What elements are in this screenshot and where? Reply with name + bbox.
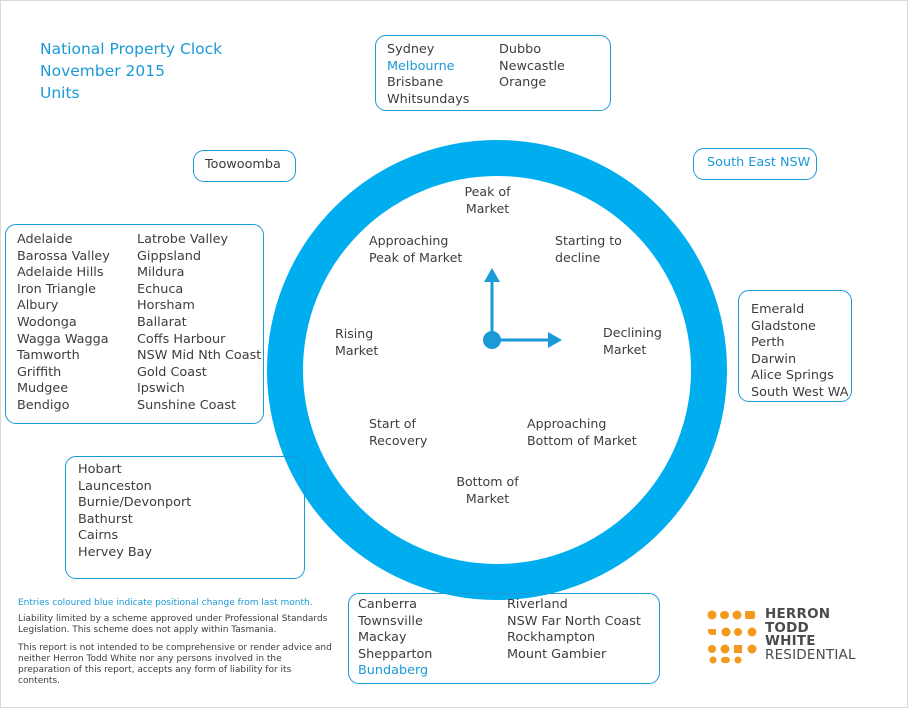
location-item: Griffith (17, 364, 62, 380)
location-item: Echuca (137, 281, 184, 297)
location-item: Mackay (358, 630, 407, 646)
location-item: Perth (751, 335, 785, 351)
note-blue-entries: Entries coloured blue indicate positiona… (18, 598, 313, 608)
clock-centre (483, 331, 501, 349)
location-item: Emerald (751, 302, 805, 317)
location-item: Coffs Harbour (137, 331, 226, 347)
location-item: Rockhampton (507, 630, 596, 646)
location-item: Mount Gambier (507, 646, 607, 662)
location-item: NSW Mid Nth Coast (137, 348, 262, 364)
peak-group-box (375, 35, 611, 111)
location-item: Cairns (78, 528, 119, 544)
location-item: Hobart (78, 462, 122, 477)
location-item: Brisbane (387, 75, 444, 91)
toowoomba-group-box (193, 150, 296, 182)
recovery-group-box (65, 456, 305, 579)
location-item: Ipswich (137, 381, 185, 397)
note-liability: Liability limited by a scheme approved u… (18, 614, 328, 635)
location-item: Gippsland (137, 248, 202, 264)
location-item: NSW Far North Coast (507, 613, 641, 629)
declining-group-box (738, 290, 852, 402)
location-item: Gold Coast (137, 364, 207, 380)
location-item: Barossa Valley (17, 248, 110, 264)
location-item: Horsham (137, 298, 195, 314)
location-item: Melbourne (387, 58, 455, 74)
title-line-1: National Property Clock (40, 40, 223, 58)
south-east-nsw-group-box (693, 148, 817, 180)
hour-hand-arrowhead (484, 268, 500, 282)
page-title: National Property Clock November 2015 Un… (40, 38, 222, 104)
location-item: Darwin (751, 351, 797, 367)
location-item: Orange (499, 75, 547, 91)
title-line-3: Units (40, 84, 80, 102)
location-item: Sunshine Coast (137, 397, 237, 413)
herron-todd-white-logo-mark (707, 610, 757, 664)
clock-hands (483, 268, 562, 349)
location-item: Dubbo (499, 42, 542, 57)
south-east-nsw-label: South East NSW (707, 155, 811, 170)
toowoomba-label: Toowoomba (205, 157, 281, 172)
location-item: Whitsundays (387, 91, 470, 107)
location-item: Riverland (507, 597, 568, 612)
location-item: Hervey Bay (78, 544, 153, 560)
location-item: Latrobe Valley (137, 232, 229, 247)
location-item: Wagga Wagga (17, 331, 109, 347)
location-item: Albury (17, 298, 59, 314)
location-item: Gladstone (751, 318, 816, 334)
location-item: Iron Triangle (17, 281, 97, 297)
location-item: Canberra (358, 597, 418, 612)
location-item: Bundaberg (358, 663, 429, 679)
location-item: Alice Springs (751, 368, 834, 384)
herron-todd-white-logo-text: HERRON TODD WHITE RESIDENTIAL (765, 606, 856, 663)
location-item: South West WA (751, 384, 849, 400)
location-item: Burnie/Devonport (78, 495, 192, 511)
minute-hand-arrowhead (548, 332, 562, 348)
location-item: Mudgee (17, 381, 69, 397)
location-item: Adelaide (17, 232, 73, 247)
rising-group-box (5, 224, 264, 424)
location-item: Bendigo (17, 397, 70, 413)
location-item: Sydney (387, 42, 435, 57)
location-item: Bathurst (78, 511, 133, 527)
title-line-2: November 2015 (40, 62, 166, 80)
location-item: Mildura (137, 265, 185, 281)
location-item: Townsville (358, 613, 423, 629)
location-item: Launceston (78, 478, 152, 494)
bottom-group-box (348, 593, 660, 684)
location-item: Ballarat (137, 314, 187, 330)
location-item: Tamworth (17, 348, 80, 364)
location-item: Newcastle (499, 58, 565, 74)
location-item: Adelaide Hills (17, 265, 104, 281)
location-item: Wodonga (17, 314, 77, 330)
location-item: Shepparton (358, 646, 433, 662)
note-disclaimer: This report is not intended to be compre… (18, 643, 332, 686)
